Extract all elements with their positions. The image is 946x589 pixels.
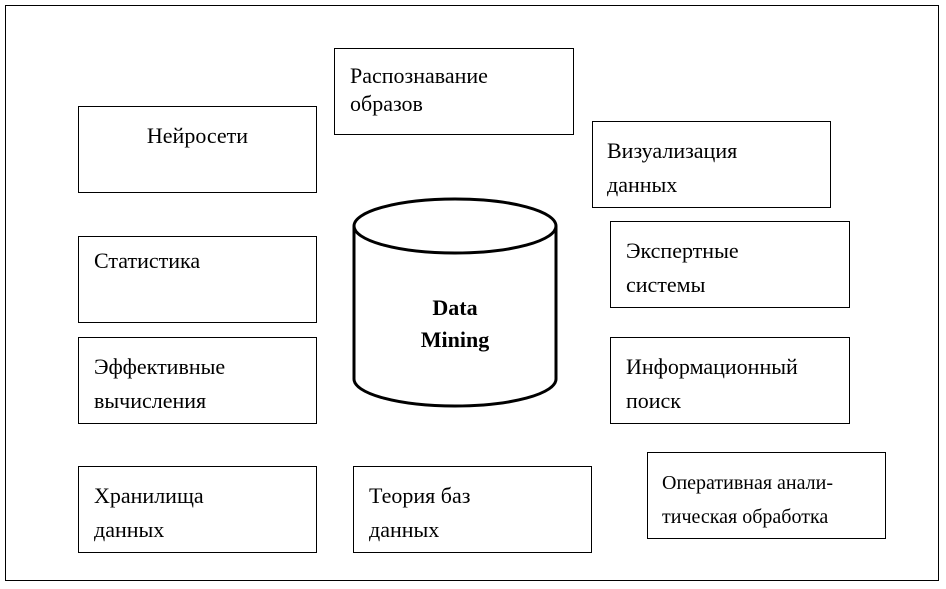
data-mining-label-line1: Data bbox=[432, 295, 478, 320]
box-pattern-recognition: Распознавание образов bbox=[334, 48, 574, 135]
box-label-line1: Эффективные bbox=[94, 354, 226, 379]
box-efficient-computing: Эффективные вычисления bbox=[78, 337, 317, 424]
box-label-line2: данных bbox=[607, 172, 678, 197]
box-label-line2: системы bbox=[626, 272, 706, 297]
box-label-line1: Статистика bbox=[94, 248, 201, 273]
box-label-line2: тическая обработка bbox=[662, 506, 829, 528]
box-label-line2: данных bbox=[369, 517, 440, 542]
box-data-warehouses: Хранилища данных bbox=[78, 466, 317, 553]
box-label-line2: поиск bbox=[626, 388, 681, 413]
box-label-line1: Распознавание bbox=[350, 63, 488, 88]
box-database-theory: Теория баз данных bbox=[353, 466, 592, 553]
box-label-line1: Хранилища bbox=[94, 483, 204, 508]
box-label-line1: Оперативная анали- bbox=[662, 472, 834, 494]
diagram-frame bbox=[5, 5, 939, 581]
box-label-line2: образов bbox=[350, 91, 423, 116]
box-label-line1: Теория баз bbox=[369, 483, 471, 508]
box-label-line1: Информационный bbox=[626, 354, 798, 379]
database-cylinder-icon bbox=[352, 197, 558, 408]
box-label-line2: вычисления bbox=[94, 388, 207, 413]
box-information-retrieval: Информационный поиск bbox=[610, 337, 850, 424]
box-visualization: Визуализация данных bbox=[592, 121, 831, 208]
box-label-line1: Экспертные bbox=[626, 238, 739, 263]
data-mining-label: Data Mining bbox=[350, 292, 560, 356]
data-mining-label-line2: Mining bbox=[420, 327, 490, 352]
box-label-line1: Нейросети bbox=[146, 123, 249, 148]
box-neural-networks: Нейросети bbox=[78, 106, 317, 193]
box-label-line2: данных bbox=[94, 517, 165, 542]
box-expert-systems: Экспертные системы bbox=[610, 221, 850, 308]
box-statistics: Статистика bbox=[78, 236, 317, 323]
box-olap: Оперативная анали- тическая обработка bbox=[647, 452, 886, 539]
box-label-line1: Визуализация bbox=[607, 138, 738, 163]
